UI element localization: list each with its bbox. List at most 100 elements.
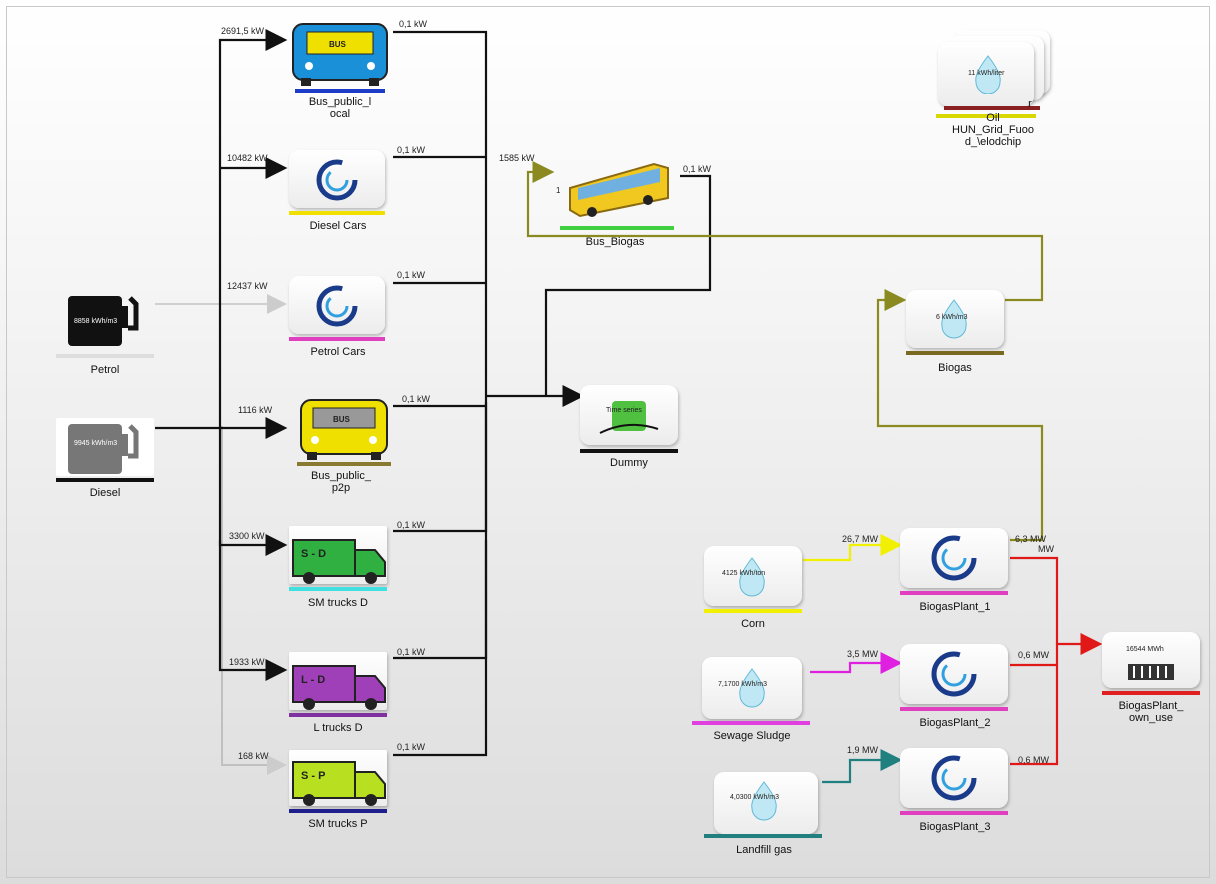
node-sm-trucks-p[interactable]: S - P SM trucks P [285,750,391,840]
rotating-arrows-icon [316,159,358,201]
flow-in-diesel-cars: 10482 kW [227,153,268,163]
l-trucks-d-label: L trucks D [313,722,363,734]
dummy-bar [580,449,678,453]
hun-bar-1 [944,106,1040,110]
wire-bp1-to-biogas [876,289,1044,542]
petrol-cars-label: Petrol Cars [310,346,366,358]
diesel-bar [56,478,154,482]
flow-out-diesel-cars: 0,1 kW [397,145,426,155]
bus-p2p-label: Bus_public_ p2p [311,470,371,494]
rotating-arrows-icon [931,651,977,697]
wire-landfill [822,749,903,784]
biogas-label: Biogas [938,362,972,374]
corn-inner: 4125 kWh/ton [722,570,766,577]
bus-icon [569,162,669,218]
petrol-bar [56,354,154,358]
flow-in-sm-trucks-d: 3300 kW [229,531,265,541]
time-series-plug-icon [599,401,659,434]
node-biogasplant-3[interactable]: BiogasPlant_3 [898,748,1012,842]
node-biogas[interactable]: 6 kWh/m3 Biogas [902,290,1008,380]
node-bus-public-local[interactable]: BUS Bus_public_l ocal [285,20,395,125]
sewage-label: Sewage Sludge [713,730,791,742]
wire-out-bus-local [393,30,488,402]
wire-corn [803,534,903,562]
flow-out-bus-p2p: 0,1 kW [402,394,431,404]
flow-bp1-out: 6,3 MW [1015,534,1047,544]
flow-in-sm-trucks-p: 168 kW [238,751,269,761]
bp3-label: BiogasPlant_3 [919,821,991,833]
rotating-arrows-icon [316,285,358,327]
hun-bar-2 [936,114,1036,118]
canvas-frame [6,6,1210,878]
node-biogasplant-1[interactable]: BiogasPlant_1 [898,528,1012,622]
own-use-bar [1102,691,1200,695]
node-landfill-gas[interactable]: 4,0300 kWh/m3 Landfill gas [702,772,826,864]
wire-biogas-to-bus [526,161,1044,302]
node-biogasplant-2[interactable]: BiogasPlant_2 [898,644,1012,738]
landfill-bar [704,834,822,838]
flow-bp2-out: 0,6 MW [1018,650,1050,660]
petrol-label: Petrol [90,364,120,376]
wire-out-sm-d [393,402,488,533]
node-dummy[interactable]: Time series Dummy [578,385,680,475]
node-sm-trucks-d[interactable]: S - D SM trucks D [285,526,391,616]
node-petrol[interactable]: 8858 kWh/m3 Petrol [56,290,154,380]
rotating-arrows-icon [931,755,977,801]
diesel-energy: 9945 kWh/m3 [74,440,118,447]
bus-biogas-label: Bus_Biogas [585,236,645,248]
corn-label: Corn [741,618,765,630]
wire-bus-biogas-out [544,174,712,396]
diesel-label: Diesel [89,487,121,499]
node-corn[interactable]: 4125 kWh/ton Corn [700,546,806,636]
flow-in-petrol-cars: 12437 kW [227,281,268,291]
node-bus-public-p2p[interactable]: BUS Bus_public_ p2p [289,396,399,500]
wire-diesel-l-d [218,540,288,681]
node-sewage-sludge[interactable]: 7,1700 kWh/m3 Sewage Sludge [692,657,812,749]
fuel-pump-icon [68,424,139,474]
wire-petrol-sm-p [221,426,287,775]
own-use-label: BiogasPlant_ own_use [1118,700,1184,724]
water-drop-fan-icon [739,668,765,708]
node-hun-grid[interactable]: 11 kWh/liter r Oil HUN_Grid_Fuoo d_\elod… [930,26,1060,156]
flow-out-l-trucks-d: 0,1 kW [397,647,426,657]
bp3-bar [900,811,1008,815]
sm-trucks-d-bar [289,587,387,591]
sewage-inner: 7,1700 kWh/m3 [718,681,768,688]
water-drop-fan-icon [739,557,765,597]
landfill-inner: 4,0300 kWh/m3 [730,794,780,801]
diesel-cars-label: Diesel Cars [309,220,367,232]
bus-local-label: Bus_public_l ocal [308,96,372,120]
flow-in-bus-local: 2691,5 kW [221,26,265,36]
node-petrol-cars[interactable]: Petrol Cars [285,276,391,366]
bus-local-bar [295,89,385,93]
biogas-bar [906,351,1004,355]
flow-in-l-trucks-d: 1933 kW [229,657,265,667]
demand-heater-icon [1128,664,1174,680]
hun-grid-inner: 11 kWh/liter [968,70,1005,77]
flow-bp3-out: 0,6 MW [1018,755,1050,765]
flow-bp1-out-2: MW [1038,544,1054,554]
own-use-inner: 16544 MWh [1126,646,1164,653]
flow-out-sm-trucks-p: 0,1 kW [397,742,426,752]
dummy-label: Dummy [610,457,648,469]
node-l-trucks-d[interactable]: L - D L trucks D [285,652,391,742]
fuel-pump-icon [68,296,139,346]
node-bus-biogas[interactable]: 1 Bus_Biogas [550,158,680,258]
flow-sewage-bp2: 3,5 MW [847,649,879,659]
bus-icon [292,23,388,86]
water-drop-fan-icon [751,781,777,821]
bp2-label: BiogasPlant_2 [919,717,991,729]
node-biogasplant-own-use[interactable]: 16544 MWh BiogasPlant_ own_use [1098,632,1204,732]
corn-bar [704,609,802,613]
wire-out-sm-p [393,540,488,757]
node-diesel[interactable]: 9945 kWh/m3 Diesel [56,418,154,508]
flow-out-bus-local: 0,1 kW [399,19,428,29]
biogas-inner: 6 kWh/m3 [936,314,968,321]
node-diesel-cars[interactable]: Diesel Cars [285,150,391,240]
wire-sewage [810,652,903,674]
sm-trucks-p-bar [289,809,387,813]
flow-in-bus-p2p: 1116 kW [238,405,273,415]
bp1-label: BiogasPlant_1 [919,601,991,613]
wire-diesel-bus [218,29,288,428]
